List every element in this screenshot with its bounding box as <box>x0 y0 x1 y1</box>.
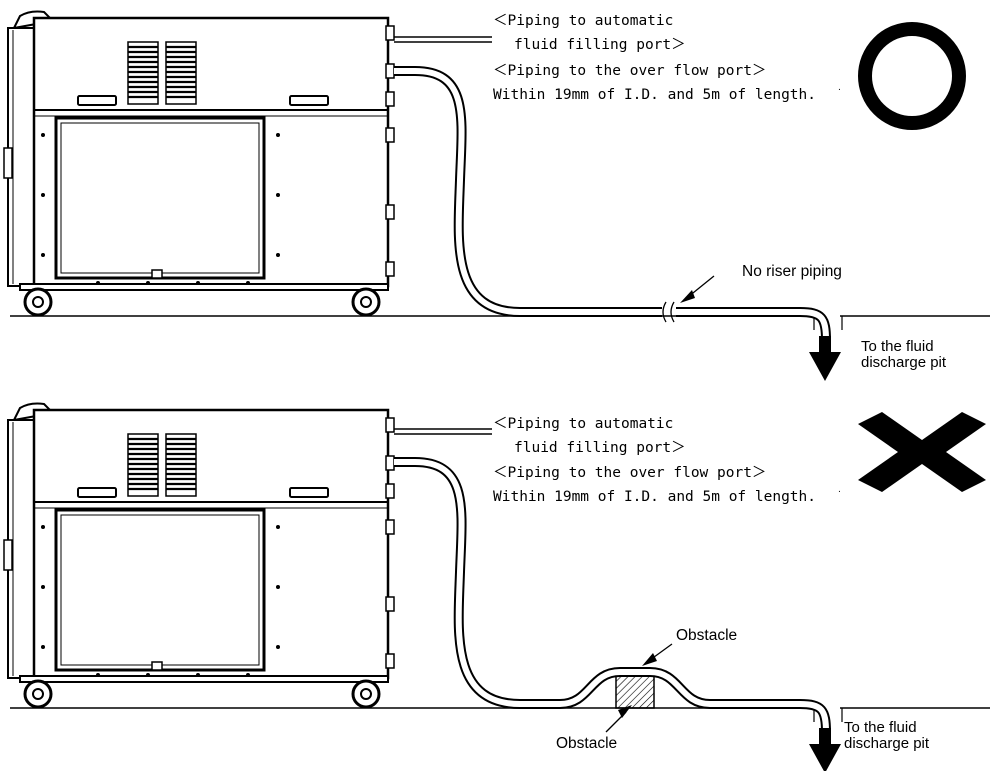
note-size-limit: Within 19mm of I.D. and 5m of length. <box>493 87 817 103</box>
no-riser-leader <box>680 275 715 303</box>
stray-mark: . <box>838 83 841 93</box>
note-fluid-filling-port: fluid filling port＞ <box>514 37 686 53</box>
pit-label-line2: discharge pit <box>861 354 947 371</box>
circle-ok-icon <box>858 22 966 130</box>
pit-label-line2: discharge pit <box>844 735 930 752</box>
pit-label-line1: To the fluid <box>844 719 917 736</box>
chiller-unit <box>2 402 494 709</box>
obstacle-label-bottom: Obstacle <box>556 735 618 752</box>
discharge-arrow <box>809 336 841 381</box>
obstacle-leader-bottom <box>605 705 632 733</box>
note-overflow-port: ＜Piping to the over flow port＞ <box>493 63 767 79</box>
chiller-unit <box>2 10 494 317</box>
no-riser-piping-label: No riser piping <box>742 263 842 280</box>
obstacle-label-top: Obstacle <box>676 627 738 644</box>
cross-ng-icon <box>858 412 986 492</box>
note-auto-fill-piping: ＜Piping to automatic <box>493 13 674 29</box>
note-size-limit: Within 19mm of I.D. and 5m of length. <box>493 489 817 505</box>
note-auto-fill-piping: ＜Piping to automatic <box>493 416 674 432</box>
overflow-hose <box>394 66 831 341</box>
stray-mark: . <box>838 485 841 495</box>
bottom-panel <box>2 402 990 773</box>
overflow-hose <box>394 457 831 733</box>
top-panel <box>2 10 990 381</box>
note-fluid-filling-port: fluid filling port＞ <box>514 440 686 456</box>
note-overflow-port: ＜Piping to the over flow port＞ <box>493 465 767 481</box>
pit-label-line1: To the fluid <box>861 338 934 355</box>
discharge-arrow <box>809 728 841 773</box>
obstacle-leader-top <box>642 643 673 666</box>
obstacle-block <box>615 675 655 709</box>
